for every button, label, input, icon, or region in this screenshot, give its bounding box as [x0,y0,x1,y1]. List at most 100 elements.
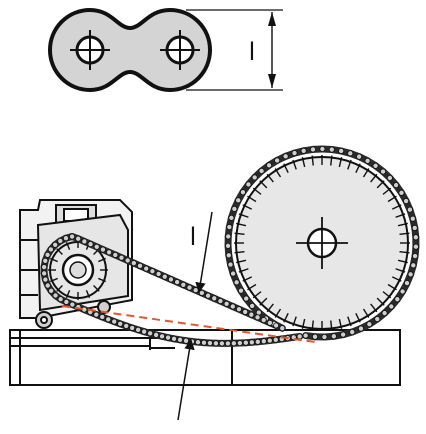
chain-roller [183,337,190,344]
drive-sprocket [48,240,108,300]
sprocket-tooth [362,168,370,178]
chain-roller [251,174,258,181]
chain-roller [338,147,345,154]
chain-roller [406,206,413,213]
sprocket-tooth [98,257,106,263]
chain-roller [349,329,356,336]
sag-measurement: l [177,211,213,421]
chain-roller [159,333,166,340]
chain-roller [243,295,250,302]
sprocket-tooth [376,180,385,189]
chain-roller [225,252,232,259]
chain-roller [211,295,218,302]
chain-roller [235,306,242,313]
chain-roller [129,324,136,331]
chain-roller [266,337,273,344]
sprocket-tooth [247,195,257,203]
chain-roller [282,153,289,160]
sprocket-tooth [311,320,314,331]
chain-roller [309,146,316,153]
chain-roller [198,289,205,296]
sprocket-tooth [399,232,410,235]
chain-roller [143,265,150,272]
sprocket-tooth [355,163,361,174]
chain-roller [386,174,393,181]
sprocket-tooth [387,195,397,203]
chain-roller [260,317,267,324]
chain-roller [356,153,363,160]
sprocket-tooth [301,318,306,329]
sprocket-tooth [56,248,63,255]
chain-roller [130,260,137,267]
pitch-dimension [186,9,283,91]
sprocket-tooth [330,320,333,331]
chain-roller [44,282,51,289]
chain-roller [248,339,255,346]
chain-roller [260,338,267,345]
chain-roller [291,150,298,157]
sprocket-tooth [259,180,268,189]
sprocket-tooth [259,297,268,306]
sprocket-tooth [98,277,106,283]
sprocket-tooth [362,308,370,318]
chain-roller [242,339,249,346]
chain-roller [87,241,94,248]
chain-roller [44,251,51,258]
chain-roller [388,303,395,310]
chain-roller [398,189,405,196]
chain-roller [254,338,261,345]
sprocket-tooth [236,259,247,264]
chain-roller [223,300,230,307]
chain-roller [205,292,212,299]
chain-roller [194,339,201,346]
sprocket-tooth [266,173,274,183]
chain-roller [330,333,337,340]
chain-roller [266,319,273,326]
chain-roller [412,253,419,260]
chain-roller [124,257,131,264]
sprocket-tooth [242,276,253,282]
chain-roller [174,279,181,286]
chain-roller [236,340,243,347]
chain-roller [274,157,281,164]
chain-roller [230,270,237,277]
sprocket-tooth [397,222,408,227]
sprocket-tooth [65,242,71,250]
sprocket-tooth [292,316,297,327]
chain-roller [217,298,224,305]
chain-roller [192,287,199,294]
chain-roller [372,162,379,169]
sprocket-tooth [397,259,408,264]
sprocket-tooth [399,251,410,254]
chain-roller [238,287,245,294]
link-pin-right [160,30,200,70]
chain-roller [47,246,54,253]
chain-roller [123,322,130,329]
chain-roller [340,331,347,338]
chain-roller [226,224,233,231]
driven-sprocket-center [296,217,348,269]
chain-roller [319,146,326,153]
sprocket-tooth [50,257,58,263]
sprocket-tooth [355,312,361,323]
chain-roller [374,316,381,323]
chain-roller [224,340,231,347]
chain-roller [93,243,100,250]
sprocket-tooth [395,268,406,273]
chain-roller [171,335,178,342]
chain-roller [48,287,55,294]
chain-roller [225,242,232,249]
chain-roller [394,296,401,303]
chain-roller [225,233,232,240]
sprocket-tooth [247,283,257,291]
chain-roller [62,235,69,242]
sprocket-tooth [330,155,333,166]
chain-roller [42,276,49,283]
chain-roller [112,251,119,258]
chain-roller [231,205,238,212]
chain-roller [412,243,419,250]
sprocket-tooth [387,283,397,291]
chain-roller [328,146,335,153]
sprocket-tooth [93,285,100,292]
chain-roller [230,340,237,347]
